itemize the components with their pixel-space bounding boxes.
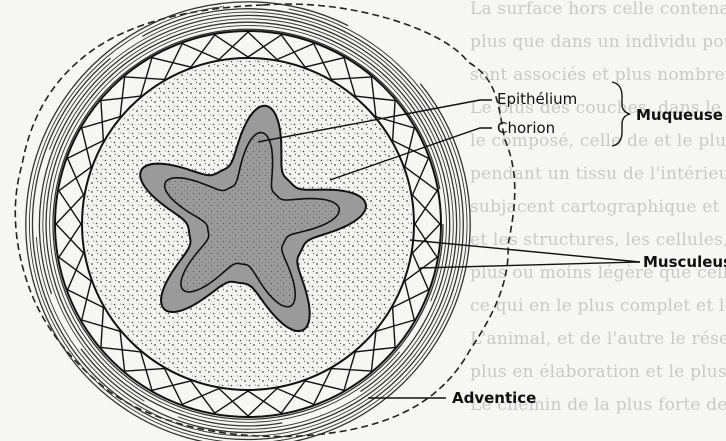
show-through-text-line: plus en élaboration et le plus serré [470, 362, 726, 382]
show-through-text-line: ce qui en le plus complet et les structu… [470, 296, 726, 316]
muqueuse-label: Muqueuse [636, 106, 723, 124]
musculeuse-label: Musculeuse [643, 253, 726, 271]
show-through-text-line: sont associés et plus nombreux les dans … [470, 65, 726, 85]
show-through-text-line: plus que dans un individu pour les et le… [470, 32, 726, 52]
epithelium-label: Epithélium [497, 90, 577, 108]
show-through-text-line: La surface hors celle contenant sont ouv… [470, 0, 726, 19]
show-through-text-line: subjacent cartographique et dans celles … [470, 197, 726, 217]
show-through-text-line: pendant un tissu de l'intérieur d'un pou… [470, 164, 726, 184]
show-through-text: La surface hors celle contenant sont ouv… [470, 0, 726, 415]
show-through-text-line: L'animal, et de l'autre le réseau de cel… [470, 329, 726, 349]
chorion-label: Chorion [497, 119, 555, 137]
adventice-label: Adventice [452, 389, 536, 407]
